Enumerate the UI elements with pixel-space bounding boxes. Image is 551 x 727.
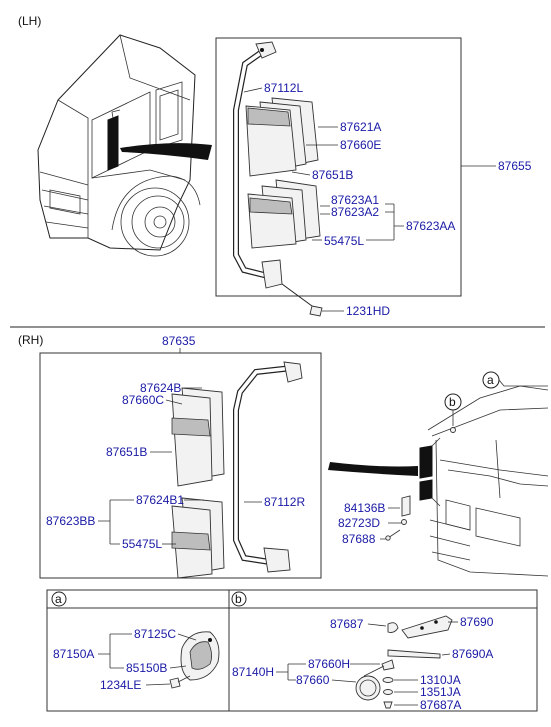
rh-label-55475L: 55475L: [122, 537, 162, 551]
rh-label-87624B: 87624B: [140, 381, 181, 395]
detail-b-label-1351JA: 1351JA: [420, 685, 461, 699]
lh-label-87623A2: 87623A2: [331, 205, 379, 219]
lh-label-87651B: 87651B: [312, 168, 353, 182]
detail-b-box: [228, 589, 538, 712]
detail-b-label-87660: 87660: [296, 673, 330, 687]
lh-label-1231HD: 1231HD: [346, 304, 390, 318]
detail-b-title: b: [235, 592, 242, 606]
lh-section-label: (LH): [18, 14, 41, 28]
lh-label-87621A: 87621A: [340, 120, 381, 134]
detail-a-label-1234LE: 1234LE: [100, 678, 141, 692]
rh-label-82723D: 82723D: [338, 516, 380, 530]
lh-label-55475L: 55475L: [324, 234, 364, 248]
detail-b-label-87687: 87687: [330, 617, 364, 631]
detail-b-leader-lines: [276, 621, 458, 706]
lh-label-87655: 87655: [498, 159, 532, 173]
detail-b-label-87690: 87690: [460, 615, 494, 629]
detail-b-label-87140H: 87140H: [232, 665, 274, 679]
rh-label-87651B: 87651B: [106, 445, 147, 459]
rh-label-87623BB: 87623BB: [46, 514, 95, 528]
rh-leader-lines: [98, 387, 262, 545]
lh-leader-lines: [243, 87, 496, 312]
rh-callout-a: a: [482, 371, 548, 389]
rh-label-87635: 87635: [162, 334, 196, 348]
rh-label-87112R: 87112R: [264, 495, 305, 509]
detail-b-label-87687A: 87687A: [420, 698, 461, 712]
rh-callout-b: b: [444, 393, 462, 433]
lh-label-87660E: 87660E: [340, 138, 381, 152]
rh-label-87624B1: 87624B1: [136, 493, 184, 507]
detail-a-label-87125C: 87125C: [134, 627, 176, 641]
detail-a-label-85150B: 85150B: [126, 661, 167, 675]
lh-label-87112L: 87112L: [264, 81, 303, 95]
detail-b-marker: [231, 591, 247, 607]
rh-label-87660C: 87660C: [122, 393, 164, 407]
lh-label-87623AA: 87623AA: [406, 219, 455, 233]
rh-truck-cab-illustration: [328, 385, 549, 577]
rh-callout-b-letter: b: [449, 395, 456, 409]
detail-a-label-87150A: 87150A: [53, 647, 94, 661]
rh-section-label: (RH): [18, 333, 43, 347]
detail-a-leader-lines: [98, 633, 197, 686]
lh-parts-box: [215, 37, 462, 297]
lh-truck-cab-illustration: [37, 34, 212, 257]
detail-a-marker: [51, 591, 67, 607]
detail-a-title: a: [55, 592, 62, 606]
detail-b-label-1310JA: 1310JA: [420, 673, 461, 687]
rh-small-part-leaders: [380, 507, 402, 540]
detail-b-label-87690A: 87690A: [452, 647, 493, 661]
detail-b-bracket-illustration: [355, 615, 453, 709]
detail-a-lamp-illustration: [169, 631, 220, 689]
detail-b-label-87660H: 87660H: [308, 657, 350, 671]
rh-callout-a-letter: a: [487, 373, 494, 387]
lh-mirror-assembly: [233, 41, 323, 317]
rh-mirror-assembly: [171, 361, 303, 579]
rh-label-84136B: 84136B: [344, 501, 385, 515]
rh-label-87688: 87688: [342, 532, 376, 546]
lh-label-87623A1: 87623A1: [331, 193, 379, 207]
